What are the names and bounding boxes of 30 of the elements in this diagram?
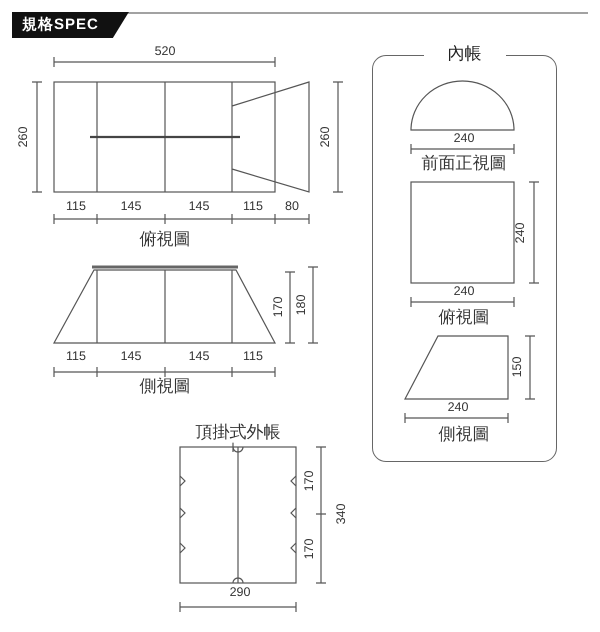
dimension-value: 290: [230, 586, 250, 600]
dimension-value: 180: [295, 294, 309, 316]
view-caption: 俯視圖: [438, 308, 490, 328]
dimension-value: 240: [448, 401, 468, 415]
dimension-value: 145: [120, 350, 142, 364]
dimension-value: 260: [17, 126, 31, 148]
dimension-value: 115: [66, 350, 86, 364]
dimension-value: 115: [66, 200, 86, 214]
dimension-value: 80: [285, 200, 299, 214]
dimension-value: 115: [243, 200, 263, 214]
dimension-value: 240: [454, 285, 474, 299]
dimension-value: 115: [243, 350, 263, 364]
dimension-value: 145: [120, 200, 142, 214]
view-caption: 俯視圖: [140, 230, 190, 250]
section-title: 規格SPEC: [12, 12, 129, 38]
view-caption: 頂掛式外帳: [196, 424, 280, 442]
dimension-value: 240: [514, 222, 528, 244]
view-caption: 側視圖: [140, 378, 190, 396]
dimension-value: 145: [188, 200, 210, 214]
dimension-value: 170: [303, 538, 317, 560]
dimension-value: 150: [511, 356, 525, 378]
dimension-value: 260: [319, 126, 333, 148]
dimension-value: 170: [272, 296, 286, 318]
dimension-value: 145: [188, 350, 210, 364]
dimension-value: 340: [335, 504, 349, 524]
view-caption: 前面正視圖: [422, 154, 506, 174]
dimension-value: 170: [303, 470, 317, 492]
dimension-value: 520: [154, 45, 176, 59]
view-caption: 側視圖: [438, 426, 490, 444]
dimension-value: 240: [454, 132, 474, 146]
